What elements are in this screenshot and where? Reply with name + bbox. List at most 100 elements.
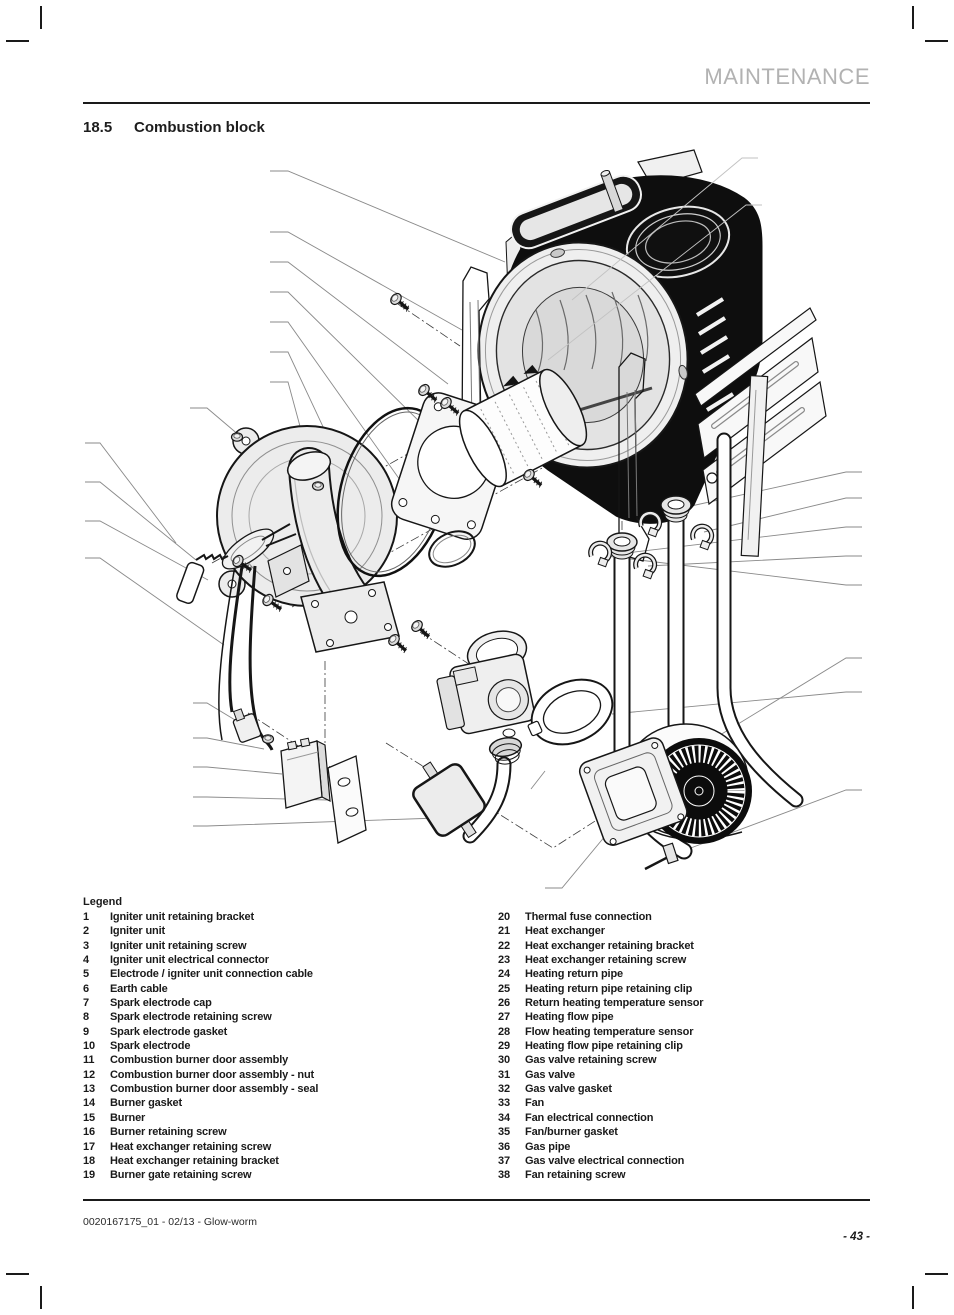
legend-item-number: 23	[498, 954, 510, 967]
legend-item-number: 4	[83, 954, 89, 967]
retaining-strap-right	[740, 375, 769, 557]
crop-mark-top-left-h	[6, 40, 29, 42]
leader-lines	[85, 170, 862, 889]
gas-pipe-nut	[488, 737, 523, 765]
legend-item-label: Heating flow pipe retaining clip	[525, 1040, 683, 1053]
thermal-fuse-pin	[600, 169, 624, 214]
legend-item-label: Burner gasket	[110, 1097, 183, 1110]
legend-item-number: 14	[83, 1097, 95, 1110]
fan-burner-gasket	[527, 678, 614, 746]
legend-item-label: Heat exchanger	[525, 925, 605, 938]
legend-item: 33 Fan	[498, 1096, 898, 1110]
legend-item-label: Fan	[525, 1097, 545, 1110]
legend-item: 14 Burner gasket	[83, 1096, 483, 1110]
legend-item-number: 37	[498, 1154, 510, 1167]
legend-item-number: 8	[83, 1011, 89, 1024]
thermal-fuse-connector	[232, 708, 262, 743]
legend-item-number: 13	[83, 1083, 95, 1096]
legend-item-label: Combustion burner door assembly - seal	[110, 1083, 319, 1096]
legend-item: 13 Combustion burner door assembly - seal	[83, 1082, 483, 1096]
legend-item-label: Igniter unit retaining bracket	[110, 911, 255, 923]
crop-mark-bottom-left-h	[6, 1273, 29, 1275]
legend-item: 23 Heat exchanger retaining screw	[498, 953, 898, 967]
legend-item-label: Heat exchanger retaining screw	[525, 954, 687, 967]
legend-item: 1 Igniter unit retaining bracket	[83, 910, 483, 924]
legend-item-label: Fan/burner gasket	[525, 1126, 618, 1139]
legend-item-label: Gas pipe	[525, 1140, 571, 1153]
legend-item-number: 19	[83, 1169, 95, 1182]
legend-item-label: Earth cable	[110, 982, 168, 995]
legend-item-label: Spark electrode	[110, 1040, 191, 1053]
legend-item-label: Combustion burner door assembly - nut	[110, 1068, 315, 1081]
crop-mark-bottom-right-v	[912, 1286, 914, 1309]
legend-item-label: Gas valve electrical connection	[525, 1154, 685, 1167]
legend-item-number: 2	[83, 925, 89, 938]
legend-item-number: 3	[83, 939, 89, 952]
crop-mark-bottom-right-h	[925, 1273, 948, 1275]
legend-item-number: 10	[83, 1040, 95, 1053]
crop-mark-bottom-left-v	[40, 1286, 42, 1309]
legend-item-number: 33	[498, 1097, 510, 1110]
legend-item-label: Electrode / igniter unit connection cabl…	[110, 968, 313, 981]
legend-item-number: 35	[498, 1126, 510, 1139]
page-header-title: MAINTENANCE	[704, 64, 870, 89]
legend-item-label: Heating return pipe	[525, 968, 623, 981]
legend-item-label: Heat exchanger retaining screw	[110, 1140, 272, 1153]
legend-item-number: 25	[498, 982, 510, 995]
legend-item: 9 Spark electrode gasket	[83, 1025, 483, 1039]
legend-item-label: Heat exchanger retaining bracket	[525, 939, 694, 952]
legend-title: Legend	[83, 896, 123, 908]
legend-item-label: Thermal fuse connection	[525, 911, 652, 923]
temperature-sensor-clip	[632, 552, 657, 578]
legend-item-label: Flow heating temperature sensor	[525, 1025, 694, 1038]
combustion-block-exploded-diagram	[85, 149, 862, 889]
combustion-chamber-coils	[535, 291, 649, 373]
legend-item-label: Heating flow pipe	[525, 1011, 614, 1024]
igniter-unit-retaining-bracket	[327, 755, 367, 844]
legend-item: 20 Thermal fuse connection	[498, 910, 898, 924]
header-rule	[83, 102, 870, 104]
fan-retaining-screw	[644, 842, 679, 871]
legend-item-label: Spark electrode gasket	[110, 1025, 228, 1038]
legend-item-number: 20	[498, 911, 510, 923]
legend-item-number: 11	[83, 1054, 95, 1067]
legend-item-label: Return heating temperature sensor	[525, 997, 704, 1010]
legend-item-label: Igniter unit retaining screw	[110, 939, 247, 952]
legend-item-number: 31	[498, 1068, 510, 1081]
legend-item-number: 27	[498, 1011, 510, 1024]
pipe-retaining-clip	[689, 523, 714, 549]
burner-cylinder	[458, 364, 588, 488]
burner-gasket-ring	[428, 530, 476, 568]
legend-item-label: Igniter unit	[110, 925, 166, 938]
legend-item: 35 Fan/burner gasket	[498, 1125, 898, 1139]
legend-item-label: Fan retaining screw	[525, 1169, 626, 1182]
legend-item-label: Spark electrode cap	[110, 997, 212, 1010]
legend-item-label: Gas valve gasket	[525, 1083, 612, 1096]
legend-item-label: Fan electrical connection	[525, 1111, 654, 1124]
legend-item: 4 Igniter unit electrical connector	[83, 953, 483, 967]
crop-mark-top-right-h	[925, 40, 948, 42]
legend-item-label: Burner retaining screw	[110, 1126, 227, 1139]
legend-item-label: Gas valve retaining screw	[525, 1054, 657, 1067]
spark-electrode-cap	[176, 561, 205, 604]
legend-item-label: Igniter unit electrical connector	[110, 954, 269, 967]
legend-item-label: Spark electrode retaining screw	[110, 1011, 272, 1024]
footer-page-number: - 43 -	[843, 1231, 870, 1243]
fan-illustration	[578, 723, 752, 871]
legend-item-number: 1	[83, 911, 89, 923]
legend-item-number: 9	[83, 1025, 89, 1038]
